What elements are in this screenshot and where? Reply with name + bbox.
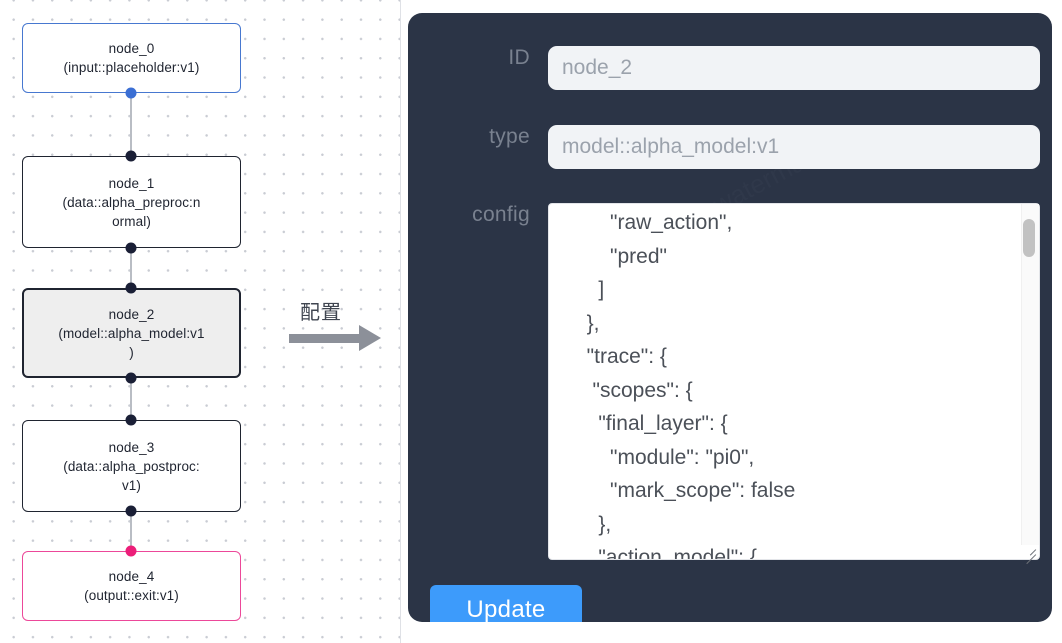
graph-node-title: node_3 <box>108 439 155 455</box>
graph-node-label: node_4(output::exit:v1) <box>84 567 179 605</box>
port-node_3-out[interactable] <box>125 505 137 517</box>
port-node_3-in[interactable] <box>125 414 137 426</box>
graph-node-subtitle: (input::placeholder:v1) <box>63 60 200 75</box>
graph-node-title: node_2 <box>108 306 155 322</box>
field-row-id: ID <box>426 46 1040 90</box>
graph-node-label: node_1(data::alpha_preproc:n ormal) <box>62 174 200 231</box>
graph-node-title: node_0 <box>108 41 155 56</box>
graph-node-subtitle: (output::exit:v1) <box>84 588 179 603</box>
edge-node3-node4 <box>130 511 132 551</box>
node-inspector-panel: watermark ID type config "raw_action", "… <box>408 13 1052 622</box>
graph-node-label: node_3(data::alpha_postproc: v1) <box>63 438 200 495</box>
graph-node-node_0[interactable]: node_0(input::placeholder:v1) <box>22 23 241 93</box>
id-input[interactable] <box>548 46 1040 90</box>
id-label: ID <box>508 46 530 69</box>
graph-node-title: node_1 <box>108 175 155 191</box>
config-scrollbar[interactable] <box>1021 204 1039 545</box>
config-scrollbar-thumb[interactable] <box>1023 219 1035 257</box>
resize-handle-icon[interactable] <box>1020 541 1038 564</box>
config-textarea[interactable]: "raw_action", "pred" ] }, "trace": { "sc… <box>548 203 1040 560</box>
arrow-head-icon <box>359 325 381 351</box>
port-node_2-in[interactable] <box>125 282 137 294</box>
edge-node2-node3 <box>130 378 132 420</box>
port-node_2-out[interactable] <box>125 372 137 384</box>
port-node_0-out[interactable] <box>125 87 137 99</box>
flow-arrow-group: 配置 <box>287 296 392 358</box>
edge-node0-node1 <box>130 93 132 156</box>
graph-node-subtitle: (data::alpha_postproc: v1) <box>63 458 200 493</box>
type-label: type <box>489 125 530 148</box>
graph-node-label: node_0(input::placeholder:v1) <box>64 39 200 77</box>
graph-canvas[interactable]: node_0(input::placeholder:v1) node_1(dat… <box>0 0 401 643</box>
graph-node-subtitle: (data::alpha_preproc:n ormal) <box>62 194 201 229</box>
edge-node1-node2 <box>130 248 132 288</box>
arrow-shaft-icon <box>289 334 361 343</box>
graph-node-node_3[interactable]: node_3(data::alpha_postproc: v1) <box>22 420 241 512</box>
field-row-config: config "raw_action", "pred" ] }, "trace"… <box>426 203 1040 564</box>
arrow-caption: 配置 <box>300 300 342 324</box>
port-node_1-out[interactable] <box>125 242 137 254</box>
graph-node-subtitle: (model::alpha_model:v1 ) <box>58 325 205 360</box>
panel-divider <box>400 0 401 643</box>
graph-node-node_2[interactable]: node_2(model::alpha_model:v1 ) <box>22 288 241 378</box>
field-row-type: type <box>426 125 1040 169</box>
graph-node-title: node_4 <box>108 569 155 584</box>
graph-node-node_4[interactable]: node_4(output::exit:v1) <box>22 551 241 621</box>
config-editor[interactable]: "raw_action", "pred" ] }, "trace": { "sc… <box>548 203 1040 564</box>
type-input[interactable] <box>548 125 1040 169</box>
port-node_4-in[interactable] <box>125 545 137 557</box>
graph-node-label: node_2(model::alpha_model:v1 ) <box>58 305 204 362</box>
update-button[interactable]: Update <box>430 585 582 622</box>
port-node_1-in[interactable] <box>125 150 137 162</box>
graph-node-node_1[interactable]: node_1(data::alpha_preproc:n ormal) <box>22 156 241 248</box>
config-label: config <box>472 203 530 226</box>
